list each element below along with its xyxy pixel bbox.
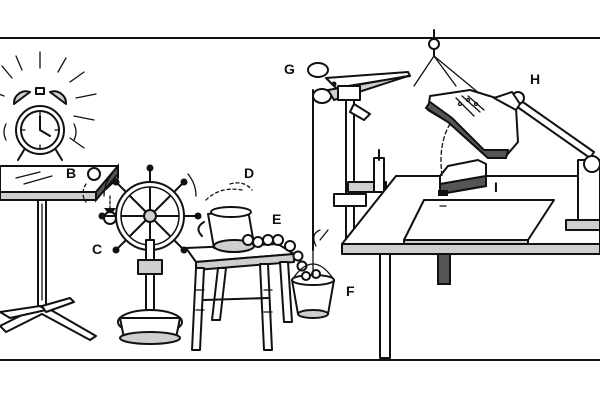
label-b: B — [66, 165, 76, 181]
stapler — [438, 159, 487, 196]
label-f: F — [346, 283, 355, 299]
label-d: D — [244, 165, 254, 181]
tray — [403, 199, 555, 245]
labels: B C D E F G H I — [66, 61, 540, 299]
stool — [185, 243, 295, 351]
alarm-clock — [0, 51, 97, 161]
ball-c — [103, 211, 117, 225]
balls-e — [242, 234, 308, 272]
ship-wheel — [98, 164, 202, 345]
alarm-ringing-lines — [0, 51, 97, 149]
label-h: H — [530, 71, 540, 87]
label-i: I — [494, 179, 498, 195]
bucket — [291, 229, 335, 319]
pulley-rig — [413, 29, 600, 231]
label-g: G — [284, 61, 295, 77]
label-e: E — [272, 211, 281, 227]
label-c: C — [92, 241, 102, 257]
shoe — [424, 89, 521, 177]
